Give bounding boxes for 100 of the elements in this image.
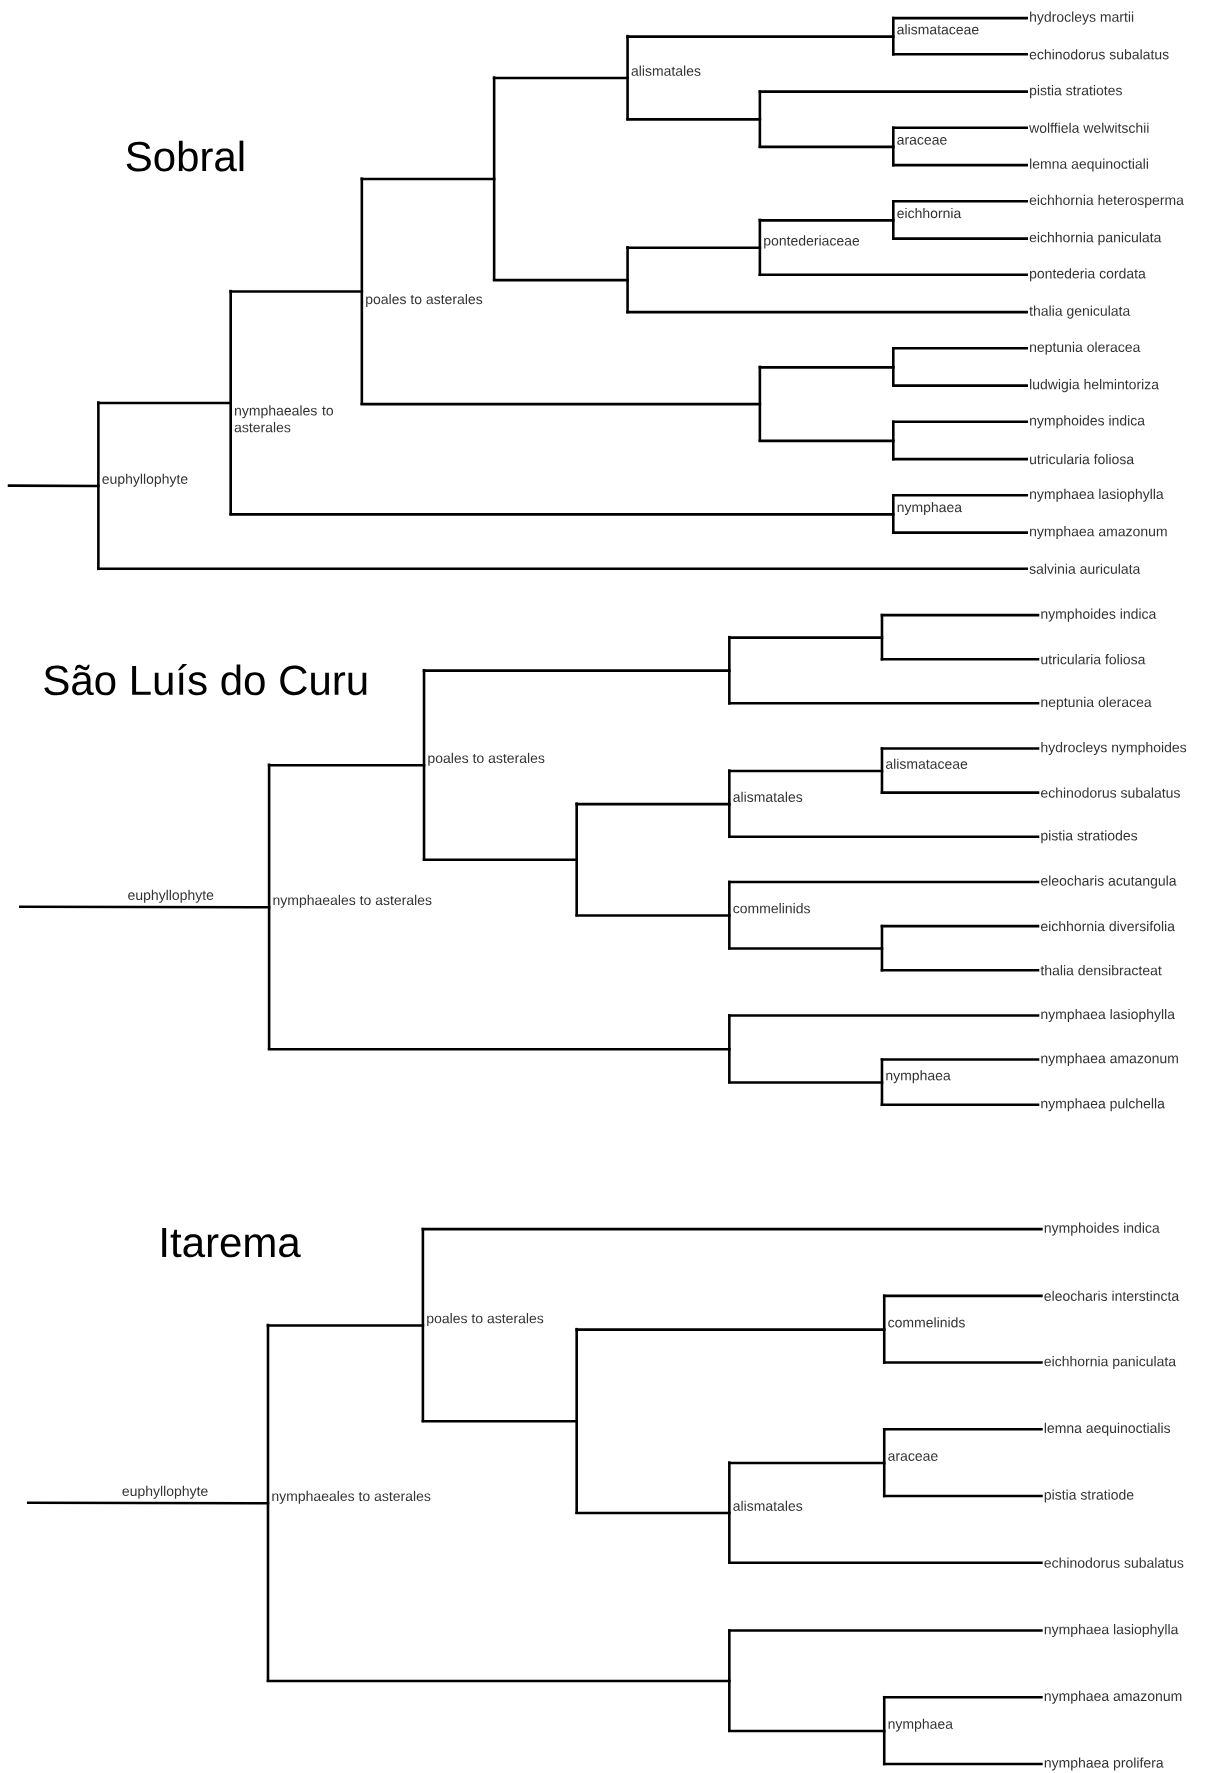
species-label: neptunia oleracea bbox=[1041, 696, 1152, 710]
species-label: hydrocleys nymphoides bbox=[1041, 742, 1187, 756]
branch-line bbox=[728, 1561, 1043, 1564]
clade-node: alismatales bbox=[728, 769, 803, 839]
branch-line bbox=[575, 1511, 731, 1515]
branch-line bbox=[626, 118, 762, 121]
branch-line bbox=[880, 968, 1040, 972]
branch-line bbox=[892, 16, 1029, 20]
branch-line bbox=[880, 1103, 1040, 1107]
branch-line bbox=[267, 1047, 731, 1051]
species-label: eichhornia diversifolia bbox=[1041, 920, 1176, 932]
branch-line bbox=[728, 1629, 1043, 1632]
species-label: lemna aequinoctiali bbox=[1030, 158, 1149, 172]
branch-line bbox=[880, 791, 1040, 794]
branch-node bbox=[492, 76, 496, 282]
species-label: eleocharis acutangula bbox=[1041, 875, 1177, 889]
species-label: eleocharis interstincta bbox=[1044, 1290, 1180, 1301]
species-label: echinodorus subalatus bbox=[1041, 787, 1181, 798]
clade-node: nymphaea bbox=[883, 1695, 954, 1766]
branch-line bbox=[880, 613, 1040, 617]
species-label: echinodorus subalatus bbox=[1029, 49, 1169, 60]
branch-line bbox=[892, 346, 1029, 350]
tree-title: Sobral bbox=[126, 140, 244, 172]
clade-node: nymphaeales to asterales bbox=[229, 289, 334, 516]
branch-node bbox=[880, 924, 884, 972]
species-label: utricularia foliosa bbox=[1041, 654, 1146, 665]
branch-line bbox=[883, 1428, 1043, 1431]
branch-line bbox=[892, 53, 1029, 56]
branch-line bbox=[758, 366, 895, 369]
branch-node bbox=[892, 420, 895, 461]
species-label: hydrocleys martii bbox=[1030, 11, 1134, 25]
root-branch bbox=[7, 484, 100, 488]
branch-line bbox=[758, 90, 1029, 93]
branch-line bbox=[883, 1361, 1043, 1364]
branch-line bbox=[360, 402, 762, 406]
species-label: nymphaea lasiophylla bbox=[1030, 488, 1164, 502]
clade-node: eichhornia bbox=[892, 200, 962, 240]
species-label: nymphaea lasiophylla bbox=[1044, 1624, 1179, 1638]
branch-line bbox=[421, 1227, 1043, 1231]
branch-line bbox=[575, 914, 731, 917]
root-branch bbox=[19, 905, 271, 909]
branch-line bbox=[892, 384, 1029, 387]
species-label: nymphoides indica bbox=[1030, 415, 1146, 429]
species-label: pontederia cordata bbox=[1030, 268, 1146, 282]
clade-node: poales to asterales bbox=[422, 668, 545, 861]
branch-node bbox=[728, 1014, 731, 1084]
edge-label: euphyllophyte bbox=[125, 887, 216, 905]
branch-line bbox=[758, 439, 895, 443]
clade-node: nymphaea bbox=[880, 1058, 951, 1107]
branch-line bbox=[728, 835, 1040, 839]
branch-line bbox=[575, 1328, 886, 1331]
species-label: nymphaea lasiophylla bbox=[1041, 1008, 1176, 1022]
species-label: ludwigia helmintoriza bbox=[1030, 379, 1160, 393]
clade-node: alismataceae bbox=[892, 16, 979, 56]
species-label: pistia stratiodes bbox=[1041, 830, 1138, 844]
species-label: nymphaea amazonum bbox=[1030, 526, 1167, 540]
clade-node: commelinids bbox=[883, 1294, 965, 1364]
species-label: nymphaea amazonum bbox=[1044, 1690, 1182, 1704]
species-label: nymphoides indica bbox=[1044, 1222, 1160, 1236]
branch-line bbox=[892, 126, 1029, 130]
species-label: thalia geniculata bbox=[1029, 305, 1131, 319]
edge-label: euphyllophyte bbox=[119, 1483, 211, 1501]
branch-line bbox=[892, 531, 1029, 534]
branch-line bbox=[892, 420, 1029, 424]
branch-line bbox=[728, 880, 1040, 884]
species-label: eichhornia paniculata bbox=[1044, 1356, 1177, 1370]
branch-node bbox=[880, 613, 884, 661]
species-label: nymphoides indica bbox=[1041, 608, 1157, 622]
species-label: pistia stratiotes bbox=[1030, 85, 1123, 99]
clade-node: alismatales bbox=[626, 34, 701, 121]
branch-line bbox=[266, 1679, 731, 1683]
tree-title: Itarema bbox=[162, 1228, 301, 1258]
clade-node: commelinids bbox=[728, 880, 811, 950]
clade-node: nymphaea bbox=[892, 493, 963, 534]
clade-node: alismataceae bbox=[880, 747, 968, 794]
species-label: pistia stratiode bbox=[1044, 1489, 1134, 1503]
species-label: nymphaea prolifera bbox=[1044, 1757, 1164, 1771]
branch-line bbox=[229, 513, 895, 516]
branch-line bbox=[492, 76, 629, 80]
branch-line bbox=[492, 278, 629, 282]
branch-line bbox=[892, 163, 1029, 167]
branch-line bbox=[229, 290, 364, 293]
branch-line bbox=[626, 35, 895, 38]
branch-line bbox=[422, 669, 731, 672]
clade-node: alismatales bbox=[728, 1461, 803, 1564]
branch-line bbox=[758, 219, 895, 222]
species-label: salvinia auriculata bbox=[1029, 563, 1141, 574]
species-label: utricularia foliosa bbox=[1030, 453, 1135, 465]
branch-node bbox=[728, 1629, 731, 1732]
species-label: lemna aequinoctialis bbox=[1044, 1422, 1171, 1436]
branch-node bbox=[575, 802, 579, 917]
branch-line bbox=[728, 702, 1040, 705]
branch-line bbox=[422, 858, 579, 862]
clade-node: araceae bbox=[883, 1428, 938, 1498]
branch-line bbox=[728, 947, 884, 950]
branch-line bbox=[626, 246, 762, 250]
species-label: nymphaea pulchella bbox=[1041, 1098, 1165, 1112]
clade-node: araceae bbox=[892, 126, 947, 167]
branch-node bbox=[758, 90, 762, 148]
species-label: eichhornia paniculata bbox=[1029, 232, 1162, 246]
